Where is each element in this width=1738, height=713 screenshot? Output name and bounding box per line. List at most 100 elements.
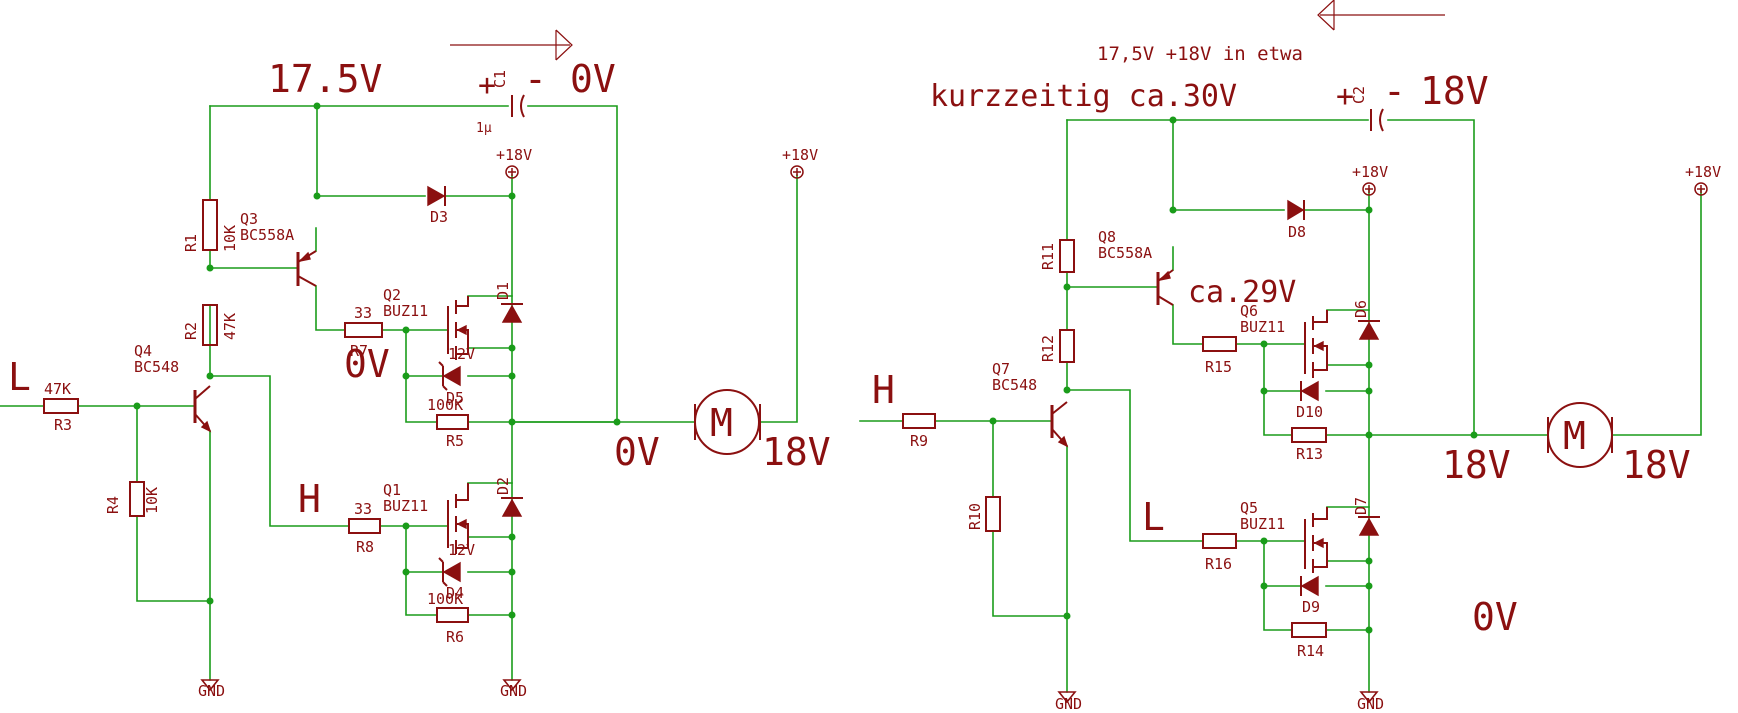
left-label-in-L: L xyxy=(8,355,31,399)
left-label-r5: R5 xyxy=(446,432,464,450)
left-label-q4-type: BC548 xyxy=(134,358,179,376)
right-label-supply-d8: +18V xyxy=(1352,163,1388,181)
right-label-cap-voltage: 18V xyxy=(1420,69,1489,113)
right-label-short-voltage: kurzzeitig ca.30V xyxy=(930,79,1237,114)
right-junctions xyxy=(989,116,1478,634)
left-label-r6: R6 xyxy=(446,628,464,646)
left-supply-motor xyxy=(790,165,804,179)
c1-capacitor xyxy=(511,94,525,118)
left-label-bottom-left-voltage: 0V xyxy=(614,430,660,474)
left-arrow xyxy=(450,29,573,61)
right-label-d8: D8 xyxy=(1288,223,1306,241)
left-label-gnd-right: GND xyxy=(500,682,527,700)
left-label-r6-value: 100K xyxy=(427,590,463,608)
right-label-in-H: H xyxy=(872,368,895,412)
left-label-d3: D3 xyxy=(430,208,448,226)
left-label-q1-type: BUZ11 xyxy=(383,497,428,515)
q4-npn-transistor xyxy=(193,385,212,433)
right-motor xyxy=(1547,402,1613,468)
d7-diode xyxy=(1358,516,1380,536)
left-label-d4-value: 12V xyxy=(448,541,475,559)
right-label-arrow-note: 17,5V +18V in etwa xyxy=(1097,43,1303,65)
left-label-r7-value: 33 xyxy=(354,304,372,322)
right-gnd-symbols xyxy=(1057,691,1379,704)
left-label-r8: R8 xyxy=(356,538,374,556)
left-label-supply-motor: +18V xyxy=(782,146,818,164)
right-arrow xyxy=(1317,0,1445,31)
left-wires xyxy=(0,105,798,681)
left-label-r7: R7 xyxy=(350,342,368,360)
right-label-bottom-left-voltage: 18V xyxy=(1442,443,1511,487)
left-gnd-symbols xyxy=(200,679,522,692)
q7-npn-transistor xyxy=(1050,401,1069,448)
left-label-r3: R3 xyxy=(54,416,72,434)
left-label-c1: C1 xyxy=(491,70,509,88)
left-label-r1-value: 10K xyxy=(221,225,239,252)
r12-resistor xyxy=(1059,329,1075,363)
right-supply-d8 xyxy=(1362,182,1376,196)
left-label-cap-voltage: 0V xyxy=(570,57,616,101)
left-label-top-voltage: 17.5V xyxy=(268,57,382,101)
left-label-q2: Q2 xyxy=(383,286,401,304)
left-symbols xyxy=(43,29,804,692)
r11-resistor xyxy=(1059,239,1075,273)
left-label-r8-value: 33 xyxy=(354,500,372,518)
left-label-r5-value: 100K xyxy=(427,396,463,414)
d10-diode xyxy=(1300,380,1319,402)
right-label-cap-minus: - xyxy=(1383,69,1406,113)
left-label-r2: R2 xyxy=(182,322,200,340)
r3-resistor xyxy=(43,398,79,414)
left-label-cap-minus: - xyxy=(524,57,547,101)
left-label-r3-value: 47K xyxy=(44,380,71,398)
right-label-r12: R12 xyxy=(1039,335,1057,362)
d4-zener xyxy=(438,557,461,587)
right-label-r14: R14 xyxy=(1297,642,1324,660)
left-label-cap-plus: + xyxy=(478,68,496,103)
left-label-mid-voltage: 0V xyxy=(344,342,390,386)
right-label-q8-type: BC558A xyxy=(1098,244,1152,262)
d3-diode xyxy=(427,185,446,207)
left-label-d4: D4 xyxy=(446,584,464,602)
r4-resistor xyxy=(129,481,145,517)
q3-pnp-transistor xyxy=(296,250,317,287)
right-label-bottom-voltage: 0V xyxy=(1472,595,1518,639)
r8-resistor xyxy=(348,518,381,534)
left-label-r2-value: 47K xyxy=(221,313,239,340)
right-label-c2: C2 xyxy=(1350,86,1368,104)
q6-mosfet xyxy=(1304,310,1328,378)
right-symbols xyxy=(902,0,1708,704)
left-label-r1: R1 xyxy=(182,234,200,252)
r9-resistor xyxy=(902,413,936,429)
right-label-r15: R15 xyxy=(1205,358,1232,376)
left-label-q3: Q3 xyxy=(240,210,258,228)
r1-resistor xyxy=(202,199,218,251)
d8-diode xyxy=(1287,199,1305,221)
r13-resistor xyxy=(1291,427,1327,443)
right-label-r13: R13 xyxy=(1296,445,1323,463)
left-label-d1: D1 xyxy=(494,282,512,300)
right-label-r11: R11 xyxy=(1039,243,1057,270)
r16-resistor xyxy=(1202,533,1237,549)
right-labels: 17,5V +18V in etwa kurzzeitig ca.30V + -… xyxy=(872,43,1721,713)
right-label-motor: M xyxy=(1563,414,1586,458)
left-label-motor: M xyxy=(710,401,733,445)
right-label-d7: D7 xyxy=(1352,497,1370,515)
right-label-r16: R16 xyxy=(1205,555,1232,573)
left-label-d5-value: 12V xyxy=(448,345,475,363)
r7-resistor xyxy=(344,322,383,338)
right-label-q7: Q7 xyxy=(992,360,1010,378)
left-label-r4-value: 10K xyxy=(143,487,161,514)
right-label-in-L: L xyxy=(1142,495,1165,539)
left-labels: 17.5V + - 0V C1 1µ +18V +18V D3 R1 10K Q… xyxy=(8,57,831,700)
r15-resistor xyxy=(1202,336,1237,352)
right-label-gnd-left: GND xyxy=(1055,695,1082,713)
right-label-d10: D10 xyxy=(1296,403,1323,421)
left-label-bottom-right-voltage: 18V xyxy=(762,430,831,474)
right-label-d9: D9 xyxy=(1302,598,1320,616)
d6-diode xyxy=(1358,320,1380,340)
d5-zener xyxy=(438,361,461,391)
left-label-gnd-left: GND xyxy=(198,682,225,700)
c2-capacitor xyxy=(1370,108,1384,132)
r10-resistor xyxy=(985,496,1001,532)
